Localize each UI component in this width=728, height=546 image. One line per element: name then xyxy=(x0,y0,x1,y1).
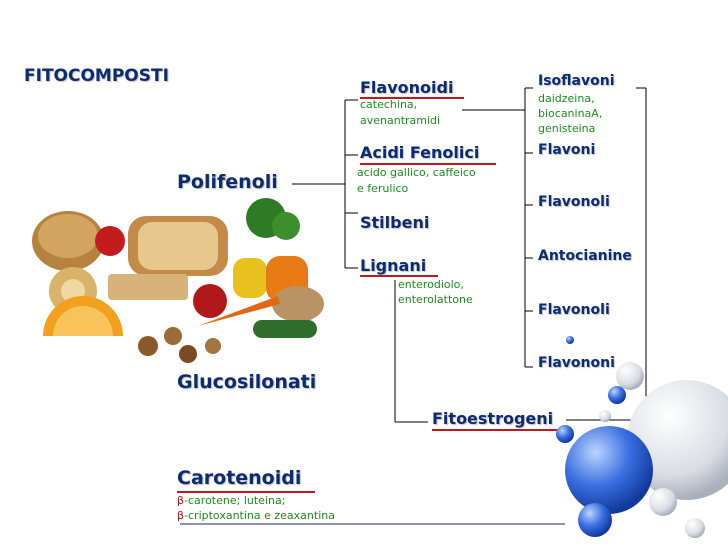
class-flavonoli-2: Flavonoli xyxy=(538,302,610,318)
category-glucosilonati: Glucosilonati xyxy=(177,371,317,393)
lignani-example: enterolattone xyxy=(398,293,473,306)
food-illustration xyxy=(28,196,333,376)
lignani-underline xyxy=(360,275,438,277)
subclass-acidi-fenolici: Acidi Fenolici xyxy=(360,143,480,162)
lignani-example: enterodiolo, xyxy=(398,278,464,291)
flavonoidi-example: catechina, xyxy=(360,98,418,111)
carotenoidi-examples-line2: β-criptoxantina e zeaxantina xyxy=(177,509,335,522)
isoflavoni-example: biocaninaA, xyxy=(538,107,603,120)
class-flavononi: Flavononi xyxy=(538,355,615,371)
fitoestrogeni-underline xyxy=(432,429,564,431)
flavonoidi-example: avenantramidi xyxy=(360,114,441,127)
flavonoidi-underline xyxy=(360,97,464,99)
subclass-stilbeni: Stilbeni xyxy=(360,213,430,232)
class-antocianine: Antocianine xyxy=(538,248,632,264)
page-title: FITOCOMPOSTI xyxy=(24,66,169,86)
fitoestrogeni-label: Fitoestrogeni xyxy=(432,409,554,428)
acidi-fenolici-underline xyxy=(360,163,496,165)
decorative-bubbles xyxy=(556,336,728,538)
subclass-lignani: Lignani xyxy=(360,256,427,275)
category-carotenoidi: Carotenoidi xyxy=(177,467,302,489)
category-polifenoli: Polifenoli xyxy=(177,171,278,193)
class-isoflavoni: Isoflavoni xyxy=(538,73,615,89)
isoflavoni-example: genisteina xyxy=(538,122,596,135)
class-flavonoli: Flavonoli xyxy=(538,194,610,210)
acidi-fenolici-example: e ferulico xyxy=(357,182,409,195)
carotenoidi-underline xyxy=(177,491,315,493)
carotenoidi-examples-line1: β-carotene; luteina; xyxy=(177,494,286,507)
subclass-flavonoidi: Flavonoidi xyxy=(360,78,454,97)
acidi-fenolici-example: acido gallico, caffeico xyxy=(357,166,476,179)
class-flavoni: Flavoni xyxy=(538,142,596,158)
isoflavoni-example: daidzeina, xyxy=(538,92,595,105)
